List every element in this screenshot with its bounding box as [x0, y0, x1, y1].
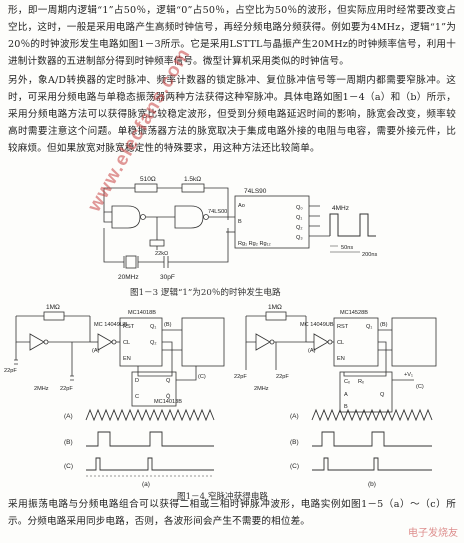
- crystal-label: 2MHz: [34, 386, 49, 392]
- output-frequency-label: 4MHz: [332, 205, 349, 212]
- subfigure-label-b: (b): [368, 481, 376, 488]
- node-label: (B): [164, 322, 172, 328]
- resistor-label-r1: 510Ω: [140, 176, 156, 183]
- resistor-label: 1MΩ: [268, 304, 282, 311]
- waveform-label: (B): [290, 439, 299, 446]
- pin-label: Q₂: [296, 225, 303, 231]
- figure-caption-1-3: 图1－3 逻辑“1”为20％的时钟发生电路: [130, 288, 281, 298]
- waveform-label: (B): [64, 439, 73, 446]
- chip-label-74ls00: 74LS00: [208, 209, 227, 215]
- waveform-label: (A): [290, 413, 299, 420]
- pin-label: B: [344, 404, 348, 410]
- resistor-label-r3: 22kΩ: [155, 251, 168, 257]
- figure-1-3-circuit: [103, 183, 376, 269]
- period-label: 200ns: [362, 252, 377, 258]
- pin-label-bottom: Rg₁ Rg₂ Rg₁₂: [238, 241, 271, 247]
- paragraph-narrow-pulse: 另外，象A/D转换器的定时脉冲、频率计数器的锁定脉冲、复位脉冲信号等一周期内都需…: [8, 75, 456, 154]
- resistor-label: 1MΩ: [46, 304, 60, 311]
- chip-label-oneshot: MC14528B: [340, 310, 368, 316]
- chip-label-inverter: MC 14049UB: [94, 322, 128, 328]
- pin-label: Q₀: [296, 205, 303, 211]
- pulse-width-label: 50ns: [341, 245, 353, 251]
- pin-label: Q̄: [166, 393, 171, 400]
- figure-1-4b-labels: 1MΩ MC 14049UB MC14528B 22pF 22pF 2MHz R…: [234, 304, 424, 488]
- chip-label-inverter: MC 14049UB: [300, 322, 334, 328]
- pin-label: EN: [337, 356, 345, 362]
- waveform-label: (C): [290, 463, 299, 470]
- pin-label: RST: [337, 324, 349, 330]
- pin-label: D: [135, 378, 139, 384]
- pin-label: Q: [380, 392, 385, 398]
- pin-label: Q: [166, 378, 171, 384]
- pin-label: C: [135, 394, 139, 400]
- resistor-label-r2: 1.5kΩ: [184, 176, 201, 183]
- pin-label: Q₁: [296, 215, 302, 221]
- pin-label: Q₃: [296, 235, 303, 241]
- pin-label: Cₓ: [344, 379, 350, 385]
- pin-label: B: [238, 219, 242, 225]
- pin-label: CL: [337, 340, 344, 346]
- node-label: (C): [416, 384, 424, 390]
- capacitor-label: 30pF: [160, 274, 175, 281]
- supply-label: +V₁: [404, 372, 413, 378]
- node-label: (C): [198, 374, 206, 380]
- capacitor-label: 22pF: [4, 368, 17, 374]
- pin-label: RST: [123, 324, 135, 330]
- figure-1-3-labels: 510Ω 1.5kΩ 22kΩ 20MHz 30pF 74LS90 74LS00…: [118, 176, 377, 281]
- waveform-label: (C): [64, 463, 73, 470]
- crystal-label: 2MHz: [254, 386, 269, 392]
- corner-logo: 电子发烧友: [408, 528, 458, 539]
- capacitor-label: 22pF: [60, 386, 73, 392]
- pin-label: Q₂: [150, 340, 157, 346]
- subfigure-label-a: (a): [142, 481, 150, 488]
- paragraph-intro: 形，即一周期内逻辑“1”占50％，逻辑“0”占50％，占空比为50％的波形，但实…: [8, 5, 456, 67]
- chip-label-counter: MC14018B: [128, 310, 156, 316]
- figure-1-4a-circuit: [14, 311, 225, 477]
- figure-1-4b-circuit: [245, 311, 437, 471]
- pin-label: EN: [123, 356, 131, 362]
- crystal-label: 20MHz: [118, 274, 139, 281]
- pin-label: CL: [123, 340, 130, 346]
- node-label: (B): [380, 322, 388, 328]
- waveform-label: (A): [64, 413, 73, 420]
- pin-label: Rₓ: [358, 379, 364, 385]
- chip-label-flipflop: MC14013B: [154, 399, 182, 405]
- chip-label-74ls90: 74LS90: [244, 188, 267, 195]
- node-label: (A): [92, 348, 100, 354]
- capacitor-label: 22pF: [276, 374, 289, 380]
- figure-caption-1-4: 图1－4 窄脉冲获得电路: [177, 492, 269, 502]
- figure-1-4a-labels: 1MΩ MC 14049UB MC14018B MC14013B 22pF 22…: [4, 304, 206, 488]
- pin-label: Q₁: [366, 324, 372, 330]
- paragraph-multiphase: 采用振荡电路与分频电路组合可以获得二相或三相时钟脉冲波形，电路实例如图1－5（a…: [8, 499, 456, 527]
- pin-label: Q₁: [150, 324, 156, 330]
- pin-label: A: [344, 392, 348, 398]
- node-label: (A): [308, 348, 316, 354]
- capacitor-label: 22pF: [234, 374, 247, 380]
- pin-label: Ao: [238, 203, 245, 209]
